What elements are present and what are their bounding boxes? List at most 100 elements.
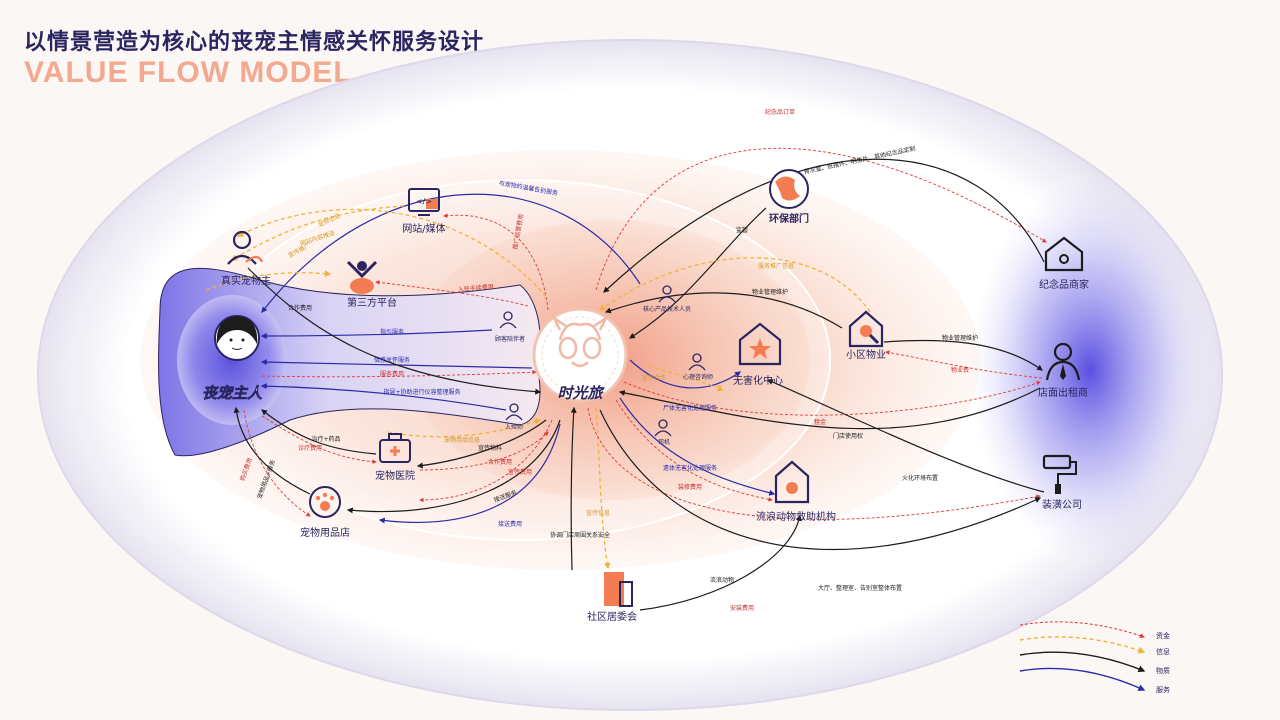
flow-arrow-f5 [260, 329, 493, 339]
flow-arrow-f22 [885, 350, 1043, 379]
guide-staff-node[interactable]: 顾客陪伴者 [495, 311, 525, 343]
flow-arrow-f31 [419, 419, 553, 503]
flow-arrow-f35 [236, 208, 547, 297]
flow-label-f9: 治疗+药品 [311, 435, 340, 443]
pet-hospital-node[interactable]: 宠物医院 [375, 433, 415, 482]
core-tech-staff-node[interactable]: 核心产品技术人员 [643, 285, 691, 313]
decoration-company-node[interactable]: 装潢公司 [1042, 454, 1082, 511]
building-icon [604, 572, 633, 607]
flow-label-f40: 合作费用 [288, 304, 312, 312]
legend-info-line [1019, 636, 1146, 654]
flow-arrow-f11 [416, 419, 547, 469]
flow-label-f16: 安装费用 [730, 604, 754, 612]
legend-info-label: 信息 [1156, 647, 1170, 656]
harmless-label: 无害化中心 [733, 374, 783, 387]
website-media-node[interactable]: </> 网站/媒体 [402, 188, 446, 235]
flow-label-f30: 流浪动物 [710, 576, 734, 584]
center-node[interactable]: 时光旅 [532, 307, 628, 403]
counselor-label: 心理咨询师 [683, 373, 713, 381]
legend: 资金 信息 物质 服务 [1019, 621, 1170, 694]
embalmer-label: 入殓师 [505, 423, 523, 431]
third-party-platform-node[interactable]: 第三方平台 [346, 260, 397, 309]
env-department-node[interactable]: 环保部门 [769, 169, 809, 225]
flow-arrow-f15 [570, 406, 577, 571]
pet-supplies-shop-node[interactable]: 宠物用品店 [300, 486, 350, 539]
flow-arrow-f14 [595, 407, 611, 570]
driver-staff-node[interactable]: 司机 [654, 419, 672, 446]
flow-arrow-f28 [766, 379, 1045, 493]
flow-arrow-f4 [230, 205, 405, 261]
globe-icon [769, 169, 809, 209]
flow-label-f15: 协调门店周围关系安全 [550, 531, 610, 539]
paint-roller-icon [1042, 454, 1077, 494]
legend-service-label: 服务 [1156, 685, 1170, 694]
flow-arrow-f17 [595, 148, 1047, 291]
driver-label: 司机 [658, 438, 670, 446]
decor-label: 装潢公司 [1042, 498, 1082, 511]
community-committee-node[interactable]: 社区居委会 [587, 572, 637, 623]
hospital-label: 宠物医院 [375, 469, 415, 482]
flow-label-f6: 情感关怀服务 [374, 356, 410, 364]
landlord-node[interactable]: 店面出租商 [1038, 342, 1088, 399]
pet-loss-owner-node[interactable]: 丧宠主人 [202, 315, 263, 402]
harmless-center-node[interactable]: 无害化中心 [733, 322, 783, 387]
rescue-org-node[interactable]: 流浪动物救助机构 [756, 460, 836, 523]
owner-label: 丧宠主人 [202, 384, 263, 402]
real-pet-owner-node[interactable]: 真实宠物主 [221, 230, 271, 287]
flow-label-f25: 尸体无害化处理服务 [663, 404, 717, 412]
legend-money-label: 资金 [1156, 631, 1170, 640]
flow-arrow-f38 [243, 409, 311, 517]
flow-arrow-f29 [599, 409, 1042, 551]
rescue-label: 流浪动物救助机构 [756, 510, 836, 523]
landlord-label: 店面出租商 [1038, 386, 1088, 399]
property-label: 小区物业 [846, 348, 886, 361]
flow-label-f29: 大厅、整理室、告别室整体布置 [818, 584, 902, 592]
core-staff-label: 核心产品技术人员 [643, 305, 691, 313]
page-title: 以情景营造为核心的丧宠主情感关怀服务设计 [24, 30, 485, 55]
flow-label-f21: 物业管理维护 [942, 334, 978, 342]
flow-label-f12: 合作费用 [488, 458, 512, 466]
community-label: 社区居委会 [587, 610, 637, 623]
flow-arrow-f27 [615, 399, 773, 502]
house-wrench-icon [848, 310, 884, 348]
legend-service-line [1019, 667, 1146, 691]
legend-material-line [1019, 651, 1146, 673]
flow-arrow-f19 [628, 207, 767, 339]
flow-label-f19: 监管 [736, 226, 748, 234]
flow-arrow-f25 [629, 359, 741, 389]
legend-money-line [1019, 621, 1145, 639]
souvenir-merchant-node[interactable]: 纪念品商家 [1039, 236, 1089, 291]
flow-arrow-f9 [261, 409, 377, 455]
flow-arrow-f10 [261, 415, 377, 464]
pet-owner-icon [227, 230, 264, 265]
legend-material-label: 物质 [1156, 666, 1170, 675]
svg-text:</>: </> [416, 197, 432, 206]
flow-label-f28: 火化环境布置 [902, 474, 938, 482]
flow-arrow-f24 [618, 387, 1041, 430]
flow-label-f24: 门店使用权 [833, 432, 863, 440]
flow-label-f14: 宣传信息 [586, 509, 610, 517]
flow-arrow-f37 [233, 406, 311, 495]
counselor-staff-node[interactable]: 心理咨询师 [683, 353, 713, 381]
embalmer-staff-node[interactable]: 入殓师 [505, 403, 523, 431]
home-heart-icon [1044, 236, 1084, 272]
people-raise-icon [346, 260, 378, 294]
shop-label: 宠物用品店 [300, 526, 350, 539]
flow-arrow-f18 [603, 158, 1045, 293]
flow-arrow-f32 [378, 423, 561, 524]
third-party-label: 第三方平台 [347, 296, 397, 309]
flow-label-f27: 装修费用 [678, 483, 702, 491]
flow-arrow-f3 [375, 280, 529, 307]
flow-arrow-f12 [419, 431, 549, 471]
property-management-node[interactable]: 小区物业 [846, 310, 886, 361]
dog-cat-logo-icon [550, 314, 610, 368]
flow-arrow-f8 [260, 383, 507, 411]
flow-arrow-f7 [261, 369, 537, 378]
woman-avatar-icon [216, 316, 258, 350]
website-label: 网站/媒体 [402, 222, 445, 235]
flow-arrow-f33 [647, 365, 724, 392]
flow-arrow-f39 [205, 270, 332, 291]
monitor-icon: </> [408, 188, 440, 216]
flow-label-f11: 宣传物料 [478, 444, 502, 452]
